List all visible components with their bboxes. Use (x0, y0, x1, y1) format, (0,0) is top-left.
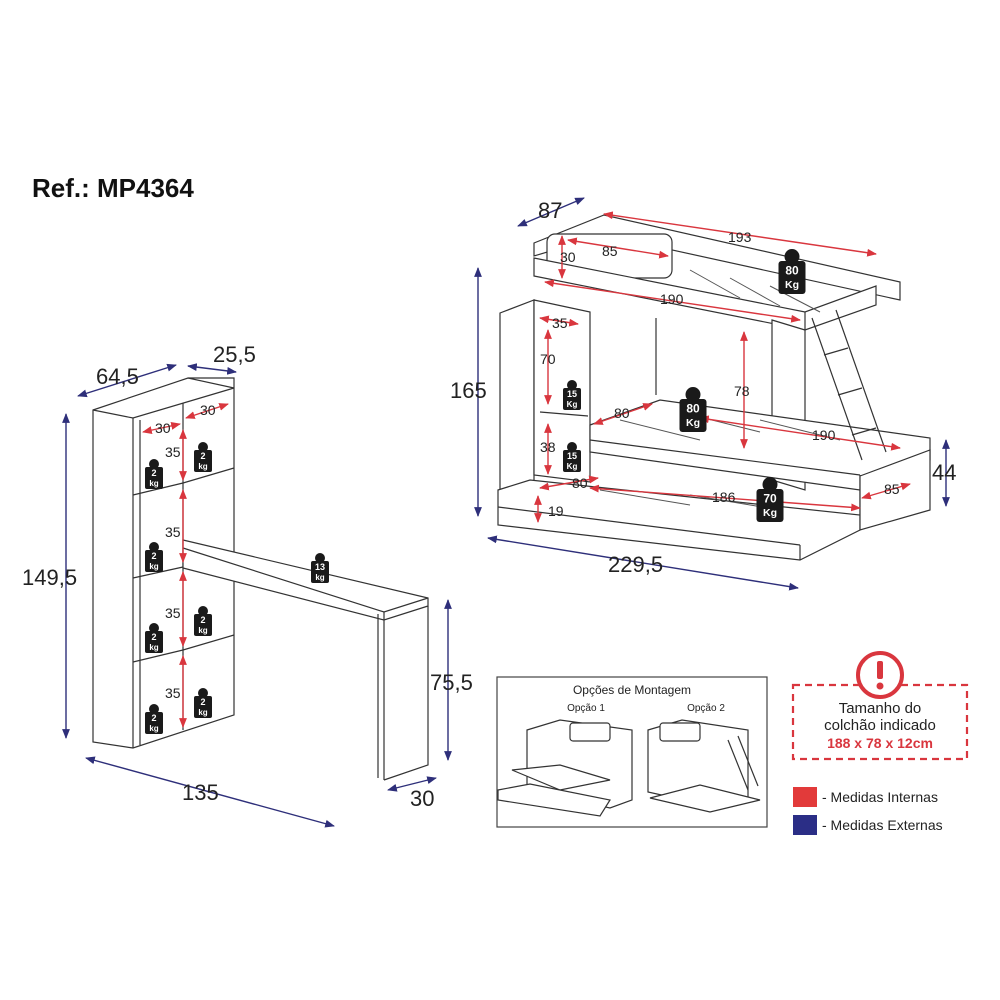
cell-height-4-label: 35 (165, 685, 181, 701)
svg-text:Kg: Kg (567, 462, 578, 471)
weight-icon: 2kg (145, 704, 163, 734)
bottom-clearance-label: 78 (734, 383, 750, 399)
bed-height-label: 165 (450, 378, 487, 403)
cell-width-left-label: 30 (155, 420, 171, 436)
notice-line-2: colchão indicado (824, 717, 936, 734)
desk-internal-dimensions: 30 30 35 35 35 35 (142, 402, 229, 728)
shelf-lower-label: 38 (540, 439, 556, 455)
svg-text:13: 13 (315, 562, 325, 572)
shelf-depth-label: 25,5 (213, 342, 256, 367)
headboard-label: 85 (602, 243, 618, 259)
reference-title: Ref.: MP4364 (32, 173, 194, 203)
cell-height-2-label: 35 (165, 524, 181, 540)
cell-height-1-label: 35 (165, 444, 181, 460)
trundle-rail-label: 19 (548, 503, 564, 519)
svg-text:Kg: Kg (567, 400, 578, 409)
svg-text:2: 2 (151, 551, 156, 561)
lower-mattress-label: 190 (812, 427, 836, 443)
trundle-height-label: 44 (932, 460, 956, 485)
weight-icon: 2kg (194, 688, 212, 718)
bed-depth-label: 87 (538, 198, 562, 223)
desk-top (182, 539, 429, 621)
headboard-height-label: 30 (560, 249, 576, 265)
top-mattress-label: 190 (660, 291, 684, 307)
svg-text:2: 2 (200, 615, 205, 625)
assembly-options-panel: Opções de Montagem Opção 1 Opção 2 (496, 676, 768, 828)
svg-text:80: 80 (785, 264, 799, 278)
desk-external-dimensions: 64,5 25,5 149,5 135 75,5 30 (22, 342, 473, 828)
assembly-option-2-thumb (647, 719, 761, 813)
svg-text:kg: kg (149, 479, 158, 488)
svg-text:2: 2 (151, 632, 156, 642)
svg-text:kg: kg (149, 562, 158, 571)
weight-icon: 2kg (194, 442, 212, 472)
mattress-notice: Tamanho do colchão indicado 188 x 78 x 1… (791, 651, 969, 761)
legend-external-swatch (793, 815, 817, 835)
svg-text:2: 2 (200, 451, 205, 461)
bed-length-label: 229,5 (608, 552, 663, 577)
top-length-label: 193 (728, 229, 752, 245)
bed-internal-dimensions: 193 85 30 190 35 70 78 80 190 38 80 186 … (534, 211, 911, 523)
svg-text:kg: kg (315, 573, 324, 582)
weight-icon: 2kg (145, 623, 163, 653)
trundle-side-label: 85 (884, 481, 900, 497)
assembly-option-1: Opção 1 (567, 703, 605, 714)
svg-text:15: 15 (567, 451, 577, 461)
trundle-length-label: 186 (712, 489, 736, 505)
weight-icon: 2kg (145, 459, 163, 489)
shelf-height-label: 70 (540, 351, 556, 367)
svg-text:Kg: Kg (763, 507, 777, 519)
svg-text:2: 2 (200, 697, 205, 707)
desk-depth-label: 64,5 (96, 364, 139, 389)
legend-external-label: - Medidas Externas (822, 817, 943, 833)
weight-icon: 2kg (194, 606, 212, 636)
svg-text:Kg: Kg (686, 417, 700, 429)
cell-width-right-label: 30 (200, 402, 216, 418)
svg-text:70: 70 (763, 492, 777, 506)
svg-text:kg: kg (198, 708, 207, 717)
svg-text:kg: kg (149, 643, 158, 652)
desk-top-height-label: 75,5 (430, 670, 473, 695)
assembly-title: Opções de Montagem (573, 683, 691, 697)
shelf-depth-bed-label: 35 (552, 315, 568, 331)
notice-line-1: Tamanho do (839, 700, 922, 717)
bed-external-dimensions: 87 165 229,5 44 (450, 197, 956, 591)
svg-text:kg: kg (198, 626, 207, 635)
notice-size: 188 x 78 x 12cm (827, 735, 933, 751)
svg-text:kg: kg (198, 462, 207, 471)
svg-text:15: 15 (567, 389, 577, 399)
weight-icon: 2kg (145, 542, 163, 572)
legend: - Medidas Internas - Medidas Externas (793, 787, 943, 835)
assembly-option-1-thumb (497, 719, 633, 817)
svg-text:kg: kg (149, 724, 158, 733)
cell-height-3-label: 35 (165, 605, 181, 621)
legend-internal-label: - Medidas Internas (822, 789, 938, 805)
assembly-option-2: Opção 2 (687, 703, 725, 714)
trundle-width-label: 80 (572, 475, 588, 491)
desk-width-label: 135 (182, 780, 219, 805)
svg-text:Kg: Kg (785, 279, 799, 291)
svg-text:2: 2 (151, 713, 156, 723)
desk-top-depth-label: 30 (410, 786, 434, 811)
svg-text:80: 80 (686, 402, 700, 416)
legend-internal-swatch (793, 787, 817, 807)
desk-bookcase-drawing (92, 377, 429, 781)
lower-width-label: 80 (614, 405, 630, 421)
desk-height-label: 149,5 (22, 565, 77, 590)
svg-text:2: 2 (151, 468, 156, 478)
